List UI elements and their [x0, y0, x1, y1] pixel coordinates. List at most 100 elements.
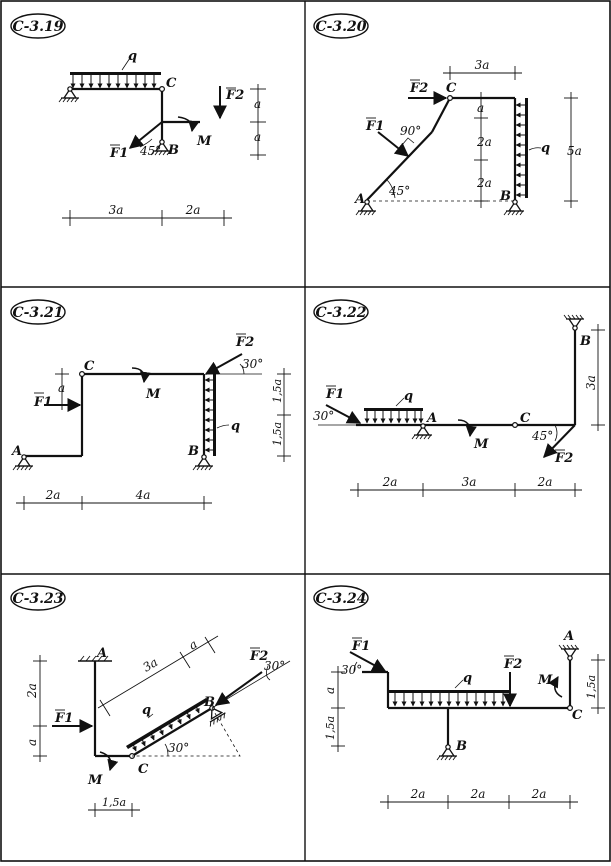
vertical-dimension [250, 84, 266, 160]
node-b-label: B [579, 334, 591, 349]
support-a [558, 644, 580, 661]
load-band [70, 72, 161, 75]
right-dimension [591, 324, 605, 431]
horizontal-dimension [62, 210, 232, 226]
dim-h2: a [254, 130, 261, 144]
load-band [213, 374, 216, 456]
dim-w3: 2a [537, 475, 553, 489]
angle-90-label: 90° [400, 124, 421, 138]
angle-30-label: 30° [313, 409, 334, 423]
node-a-label: A [425, 411, 437, 426]
dim-h1: a [254, 97, 261, 111]
dim-right: 5a [567, 144, 582, 158]
dim-r1: 1,5a [271, 379, 284, 403]
dim-v2: a [25, 739, 39, 746]
frame-structure [70, 87, 200, 140]
panel-title-badge [10, 13, 66, 39]
dim-d2: a [186, 637, 199, 653]
distributed-load-arrows [392, 692, 506, 707]
left-dimension [331, 666, 345, 752]
moment-m-arrow [99, 751, 119, 772]
dim-v2: 2a [476, 135, 492, 149]
panel-title: C-3.23 [12, 591, 63, 607]
load-band [388, 690, 510, 693]
diagonal-dimension [97, 635, 219, 717]
node-c-label: C [520, 411, 531, 426]
dim-v: 3a [584, 375, 598, 390]
dim-v1: 2a [25, 683, 39, 699]
dim-l2: 1,5a [324, 716, 337, 740]
load-q-label: q [128, 49, 137, 64]
left-dimension [33, 655, 47, 762]
load-q-label: q [231, 419, 240, 434]
force-f2-label: F2 [235, 335, 254, 350]
angle-label: 30° [242, 357, 263, 371]
left-dimension [55, 368, 69, 410]
force-f1-arrow [128, 121, 163, 149]
dim-l1: a [323, 687, 337, 694]
panel-title: C-3.21 [12, 305, 63, 321]
panel-title: C-3.19 [12, 19, 63, 35]
angle-30b-label: 30° [264, 659, 285, 673]
moment-m-arrow [131, 367, 151, 384]
panel-c-3-19: C-3.19 q C B F2 [10, 13, 266, 226]
node-a-label: A [353, 192, 365, 207]
top-dimension [443, 66, 522, 80]
bottom-dimension [16, 496, 212, 510]
bottom-dimension [350, 483, 582, 497]
node-b-label: B [187, 444, 199, 459]
node-c-label: C [446, 81, 457, 96]
panel-c-3-24: C-3.24 A B C [313, 585, 605, 809]
force-f1-label: F1 [54, 711, 73, 726]
moment-m-label: M [196, 134, 212, 149]
force-f2-arrow [543, 424, 576, 459]
distributed-load-arrows [515, 102, 526, 198]
support-b [563, 314, 585, 331]
dim-w1: 3a [109, 203, 124, 217]
node-a-label: A [562, 629, 574, 644]
right-dimension [591, 654, 605, 714]
panel-title: C-3.20 [315, 19, 366, 35]
dim-w2: 2a [185, 203, 201, 217]
panel-title-badge [313, 299, 369, 325]
node-c-label: C [572, 708, 583, 723]
distributed-load-arrows [131, 705, 200, 752]
dim-w1: 2a [382, 475, 398, 489]
node-c-label: C [138, 762, 149, 777]
distributed-load-arrows [204, 377, 214, 453]
panel-title-badge [313, 13, 369, 39]
moment-m-arrow [177, 116, 200, 133]
distributed-load-arrows [364, 410, 424, 424]
moment-m-label: M [537, 673, 553, 688]
panel-title: C-3.22 [315, 305, 366, 321]
support-b [436, 744, 458, 761]
dim-w1: 2a [45, 488, 61, 502]
dim-w2: 4a [135, 488, 151, 502]
node-c-label: C [84, 359, 95, 374]
force-f1-arrow [325, 404, 362, 424]
angle-30a-label: 30° [168, 741, 189, 755]
panel-title-badge [10, 585, 66, 611]
load-q-label: q [541, 141, 550, 156]
dim-top: 3a [475, 58, 490, 72]
dim-d1: 3a [140, 655, 160, 675]
force-f2-label: F2 [225, 88, 244, 103]
right-dimension [277, 368, 291, 462]
force-f2-label: F2 [554, 451, 573, 466]
panel-c-3-23: C-3.23 A C B [10, 585, 291, 817]
node-c-label: C [166, 76, 177, 91]
panel-title-badge [313, 585, 369, 611]
bottom-dimension [88, 803, 140, 817]
dim-r2: 1,5a [271, 422, 284, 446]
panel-title-badge [10, 299, 66, 325]
angle-45-label: 45° [388, 184, 410, 198]
force-f2-label: F2 [409, 81, 428, 96]
load-band [525, 98, 528, 198]
load-q-label: q [463, 671, 472, 686]
dim-w2: 3a [462, 475, 477, 489]
force-f1-arrow [349, 651, 387, 672]
force-f1-arrow [377, 131, 410, 157]
inner-vertical-dimension [474, 92, 488, 208]
panel-title: C-3.24 [315, 591, 366, 607]
